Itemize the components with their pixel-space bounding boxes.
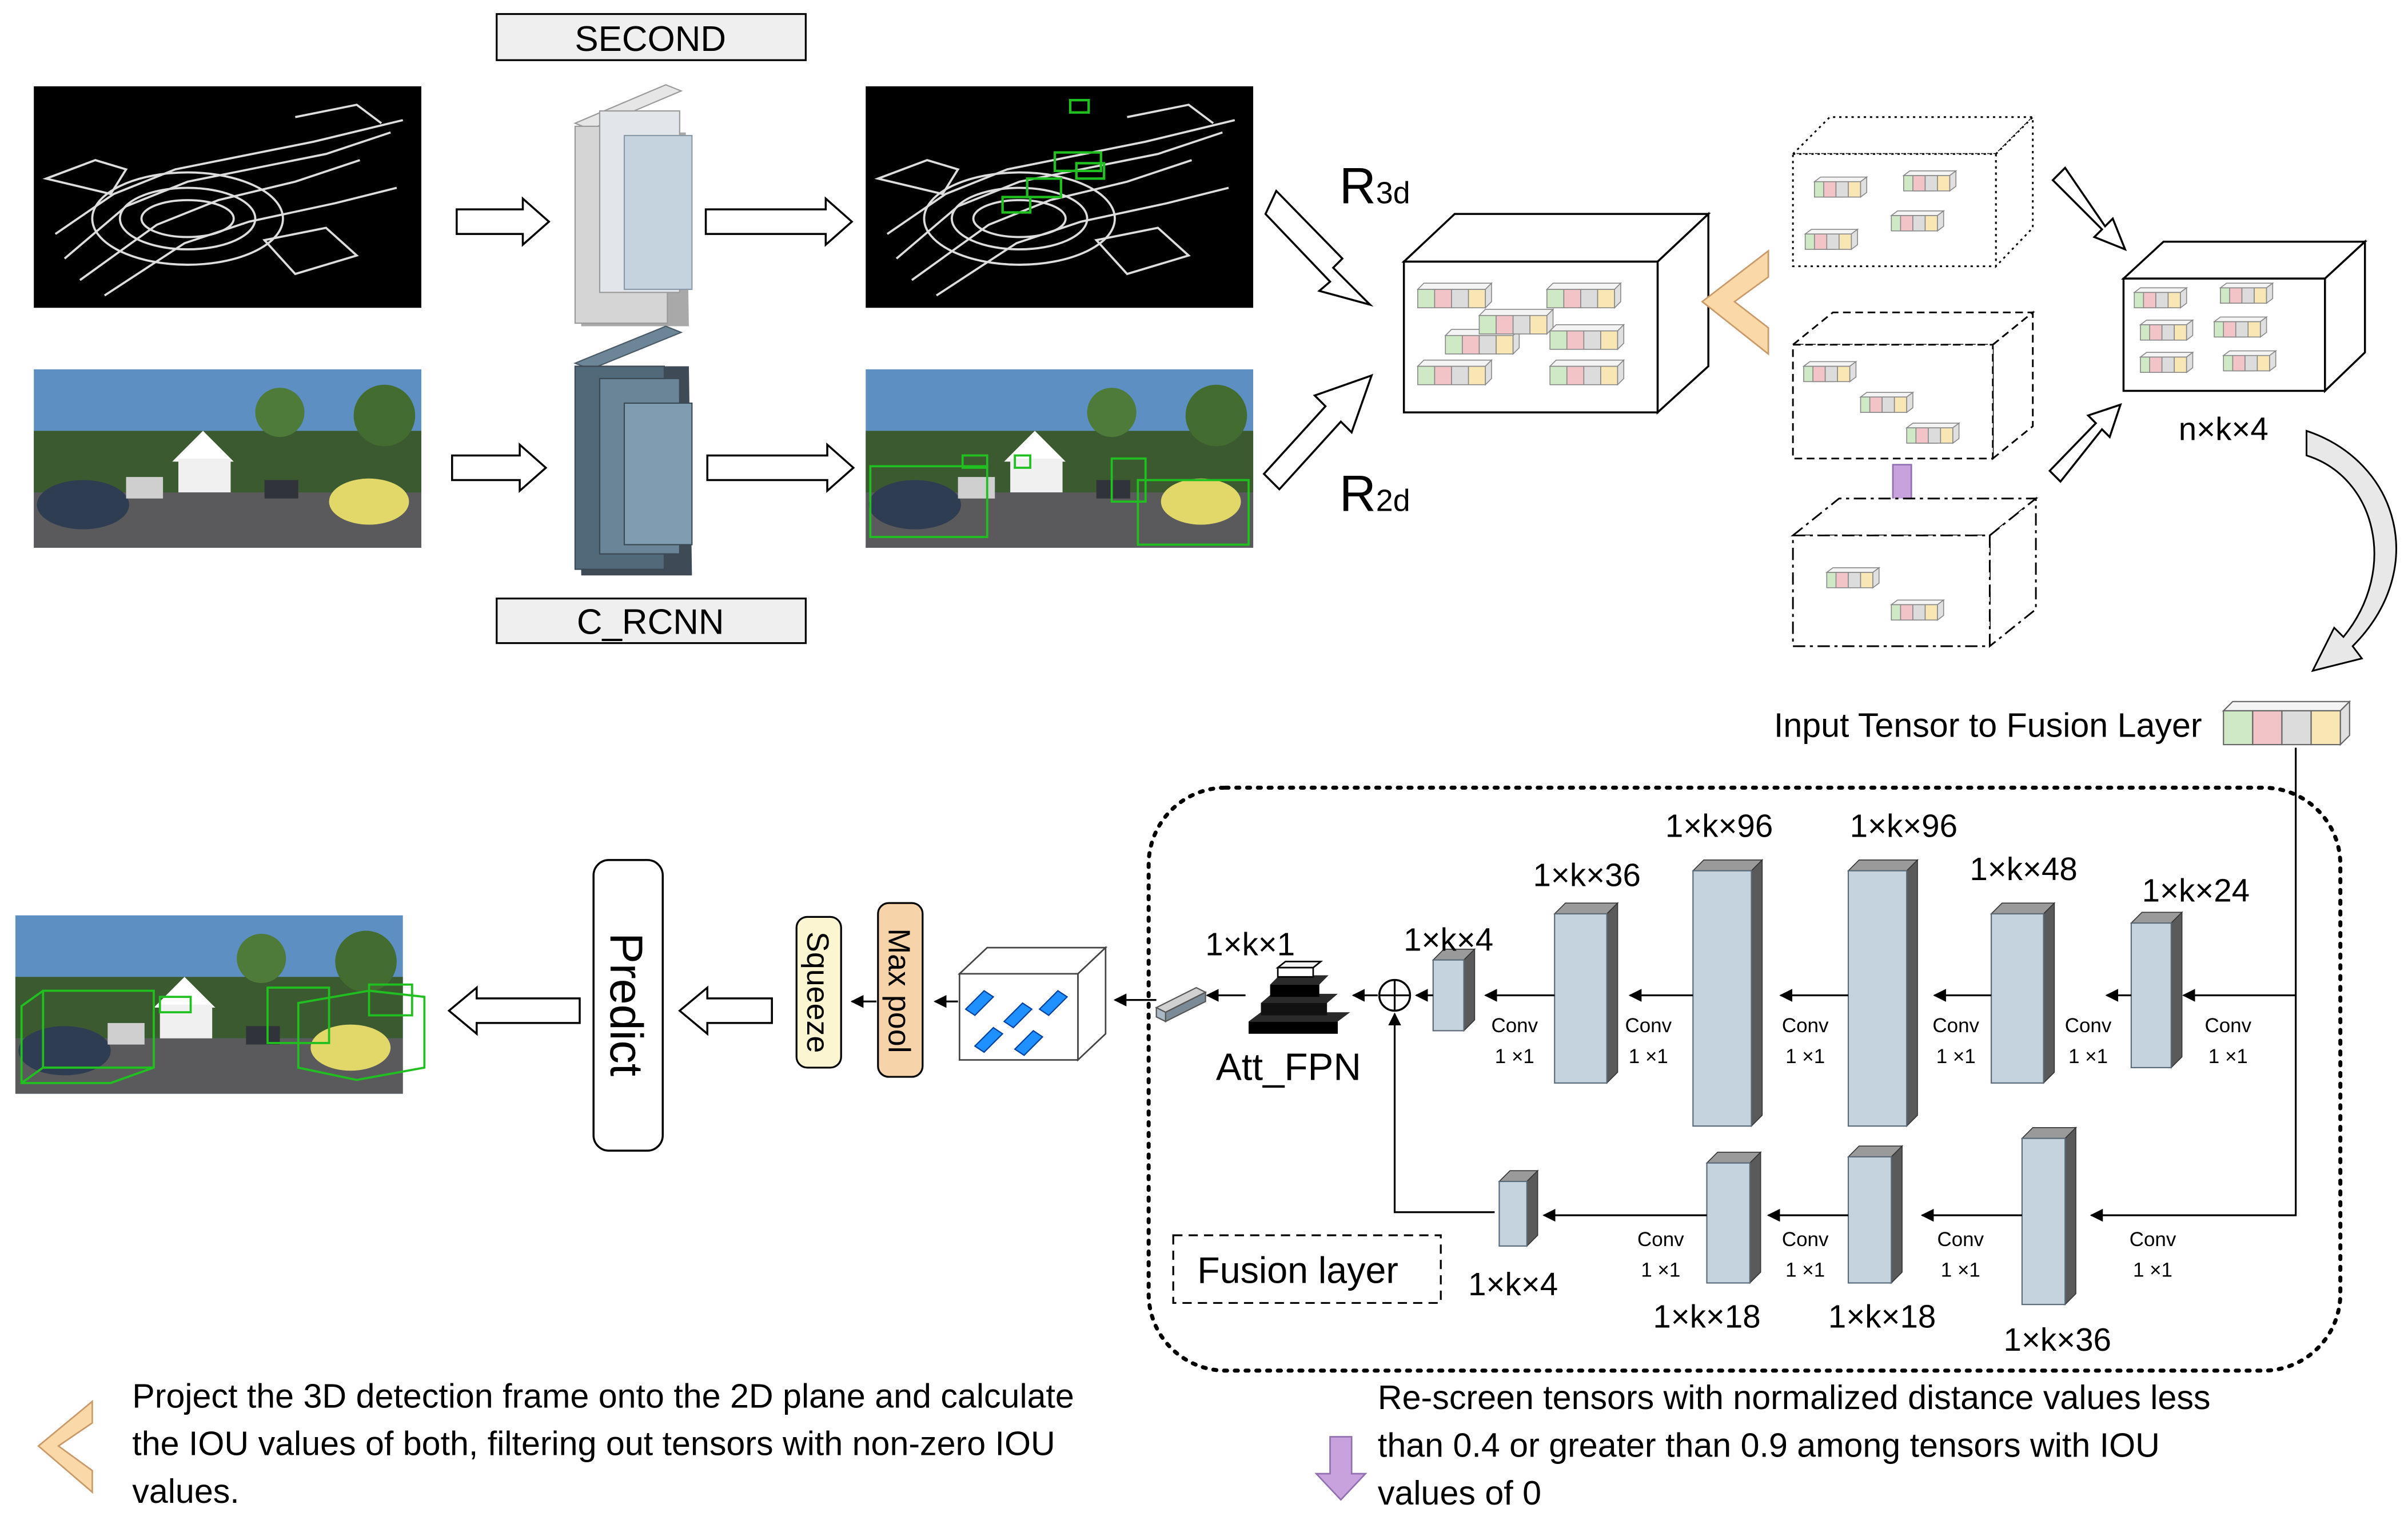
r2d-label: R2d <box>1339 465 1410 522</box>
predict-label: Predict <box>600 933 652 1076</box>
squeeze-label: Squeeze <box>800 932 835 1053</box>
camera-detection-image <box>866 369 1254 548</box>
conv-layer-lower <box>2020 1126 2077 1306</box>
fusion-layer-boundary <box>1146 785 2343 1373</box>
dim-label-lower: 1×k×4 <box>1468 1266 1558 1302</box>
hollow-arrow-icon <box>706 442 855 494</box>
conv-size-label: 1 ×1 <box>2208 1045 2248 1068</box>
conv-label: Conv <box>2205 1014 2252 1037</box>
selected-tensor-cube <box>2120 239 2368 393</box>
r2d-arrow-icon <box>1262 373 1374 491</box>
concat-icon <box>1378 978 1412 1012</box>
conv-size-label: 1 ×1 <box>2068 1045 2108 1068</box>
conv-size-label: 1 ×1 <box>1785 1045 1825 1068</box>
conv-size-label: 1 ×1 <box>1941 1259 1980 1282</box>
hollow-arrow-icon <box>2048 403 2122 483</box>
second-model-block <box>573 84 693 327</box>
iou-legend-text: Project the 3D detection frame onto the … <box>132 1376 1083 1510</box>
curved-arrow-icon <box>2306 429 2397 673</box>
conv-label: Conv <box>2130 1228 2176 1251</box>
dim-label-lower: 1×k×18 <box>1653 1298 1760 1334</box>
hollow-arrow-icon <box>704 196 854 247</box>
conv-layer-lower <box>1705 1151 1762 1284</box>
predict-block: Predict <box>592 859 664 1152</box>
conv-size-label: 1 ×1 <box>1629 1045 1668 1068</box>
c-rcnn-label: C_RCNN <box>577 602 724 642</box>
tensor-shape-label: n×k×4 <box>2179 411 2269 447</box>
conv-size-label: 1 ×1 <box>1641 1259 1680 1282</box>
camera-input-image <box>34 369 421 548</box>
lower-to-concat-line <box>1388 1012 1495 1213</box>
conv-label: Conv <box>1625 1014 1672 1037</box>
dim-label-upper: 1×k×36 <box>1533 857 1641 893</box>
iou-legend-icon <box>37 1399 93 1494</box>
r3d-arrow-icon <box>1264 189 1374 307</box>
second-label: SECOND <box>575 19 726 59</box>
dim-label-upper: 1×k×96 <box>1665 807 1773 843</box>
conv-layer-upper <box>1847 858 1919 1128</box>
second-label-box: SECOND <box>496 13 807 61</box>
input-tensor-label: Input Tensor to Fusion Layer <box>1774 706 2202 745</box>
c-rcnn-model-block <box>573 325 693 576</box>
conv-size-label: 1 ×1 <box>1936 1045 1976 1068</box>
conv-layer-upper <box>1553 902 1619 1084</box>
conv-label: Conv <box>1932 1014 1979 1037</box>
dim-label-upper: 1×k×48 <box>1970 851 2077 887</box>
conv-layer-lower <box>1498 1169 1539 1247</box>
conv-layer-upper <box>1692 858 1764 1128</box>
candidate-tensor-cube <box>1401 212 1711 415</box>
input-tensor-icon <box>2222 700 2351 746</box>
fusion-layer-label: Fusion layer <box>1197 1250 1398 1291</box>
dim-label-upper: 1×k×4 <box>1404 922 1493 958</box>
rescreened-tensor-cube <box>1790 496 2039 648</box>
squeeze-block: Squeeze <box>795 916 842 1069</box>
conv-label: Conv <box>1937 1228 1984 1251</box>
final-detection-image <box>15 915 426 1094</box>
fusion-layer-label-box <box>1172 1234 1442 1304</box>
output-dim-label: 1×k×1 <box>1205 926 1295 962</box>
c-rcnn-label-box: C_RCNN <box>496 597 807 644</box>
max-pool-label: Max pool <box>882 928 916 1053</box>
conv-size-label: 1 ×1 <box>2133 1259 2172 1282</box>
conv-label: Conv <box>1782 1228 1829 1251</box>
lidar-input-image <box>33 85 422 309</box>
lower-conv-path: 1×k×4 1×k×18 1×k×18 1×k×36 Conv 1 ×1 Conv 1 ×1 C… <box>1468 1126 2176 1358</box>
fusion-output-tensor <box>1155 986 1207 1022</box>
conv-size-label: 1 ×1 <box>1495 1045 1534 1068</box>
dim-label-upper: 1×k×24 <box>2142 872 2250 908</box>
conv-label: Conv <box>1492 1014 1538 1037</box>
rescreen-legend-icon <box>1314 1436 1368 1501</box>
conv-label: Conv <box>1637 1228 1684 1251</box>
conv-size-label: 1 ×1 <box>1785 1259 1825 1282</box>
conv-label: Conv <box>2065 1014 2112 1037</box>
fusion-feed-line <box>2090 747 2297 1222</box>
iou-filter-arrow-icon <box>1701 249 1769 356</box>
lidar-detection-image <box>864 85 1254 309</box>
dim-label-lower: 1×k×36 <box>2004 1322 2111 1358</box>
conv-layer-upper <box>2130 911 2183 1069</box>
dim-label-upper: 1×k×96 <box>1850 807 1958 843</box>
hollow-arrow-icon <box>2051 166 2127 252</box>
r3d-label: R3d <box>1339 157 1410 214</box>
att-fpn-block <box>1249 961 1350 1034</box>
hollow-arrow-icon <box>678 985 773 1036</box>
hollow-arrow-icon <box>451 442 548 494</box>
att-fpn-label: Att_FPN <box>1216 1045 1361 1088</box>
dim-label-lower: 1×k×18 <box>1828 1298 1936 1334</box>
rescreen-legend-text: Re-screen tensors with normalized distan… <box>1378 1378 2220 1512</box>
conv-layer-upper <box>1432 948 1476 1032</box>
max-pool-block: Max pool <box>877 902 924 1078</box>
conv-layer-upper <box>1990 902 2056 1084</box>
conv-label: Conv <box>1782 1014 1829 1037</box>
feature-cube <box>957 946 1108 1062</box>
hollow-arrow-icon <box>456 196 551 247</box>
hollow-arrow-icon <box>447 985 581 1036</box>
conv-layer-lower <box>1847 1145 1904 1284</box>
